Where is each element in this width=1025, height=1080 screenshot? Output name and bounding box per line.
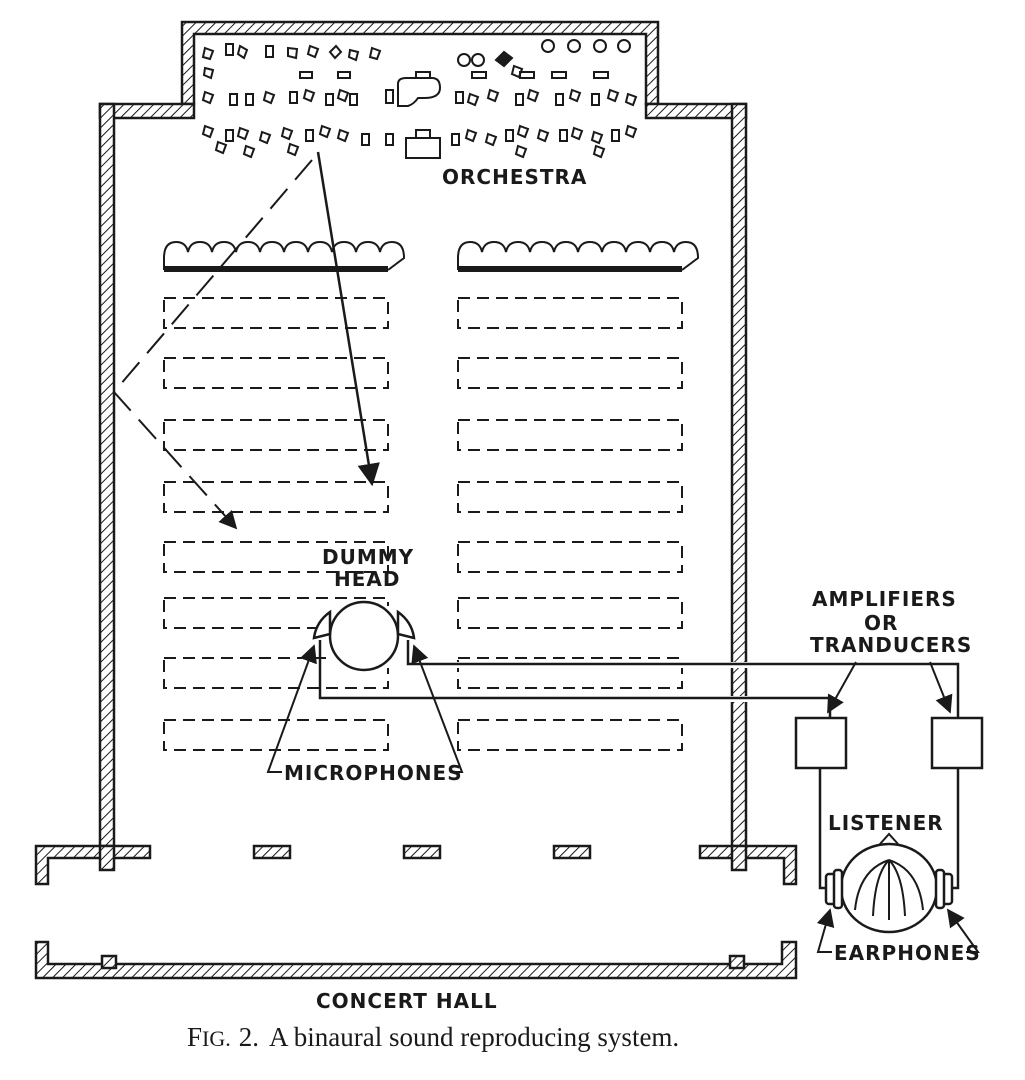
reflected-sound-arrow [112, 159, 313, 530]
orchestra-label: ORCHESTRA [442, 165, 587, 189]
listener-label: LISTENER [828, 811, 944, 835]
dummy-head [312, 600, 416, 672]
bottom-stub-left [100, 954, 118, 970]
amplifiers [794, 661, 984, 770]
amplifiers-label-line1: AMPLIFIERS [812, 587, 957, 611]
direct-sound-arrow [316, 151, 380, 487]
left-microphone-icon [312, 609, 332, 640]
dummy-head-label-line1: DUMMY [322, 545, 414, 569]
left-flange [34, 844, 152, 886]
front-seat-row-right [457, 240, 700, 272]
amplifiers-label-line3: TRANDUCERS [810, 633, 972, 657]
bottom-wall [34, 940, 798, 980]
right-wall [730, 102, 748, 850]
amplifier-left [794, 716, 848, 770]
microphones-callout [266, 644, 464, 773]
figure-caption: FIG.2.A binaural sound reproducing syste… [187, 1022, 679, 1052]
right-flange-stub [730, 844, 748, 872]
right-microphone-icon [396, 609, 416, 640]
earphones-callout [816, 908, 980, 953]
orchestra-musicians [201, 39, 638, 159]
front-seat-row-left [163, 240, 406, 272]
right-flange [698, 844, 798, 886]
dummy-head-label-line2: HEAD [334, 567, 400, 591]
listener [818, 768, 960, 934]
entrance-post-1 [252, 844, 292, 860]
seat-rows-right [457, 297, 683, 751]
sound-paths [112, 151, 380, 530]
left-wall [98, 102, 116, 850]
left-flange-stub [98, 844, 116, 872]
microphones-label: MICROPHONES [284, 761, 463, 785]
amplifier-right [930, 716, 984, 770]
amplifiers-label-line2: OR [864, 611, 898, 635]
concert-hall-label: CONCERT HALL [316, 989, 498, 1013]
stage-wall [180, 20, 660, 106]
bottom-stub-right [728, 954, 746, 970]
seat-rows-left [163, 297, 389, 751]
entrance-post-2 [402, 844, 442, 860]
entrance-post-3 [552, 844, 592, 860]
hall-walls [34, 20, 798, 980]
earphones-label: EARPHONES [834, 941, 981, 965]
